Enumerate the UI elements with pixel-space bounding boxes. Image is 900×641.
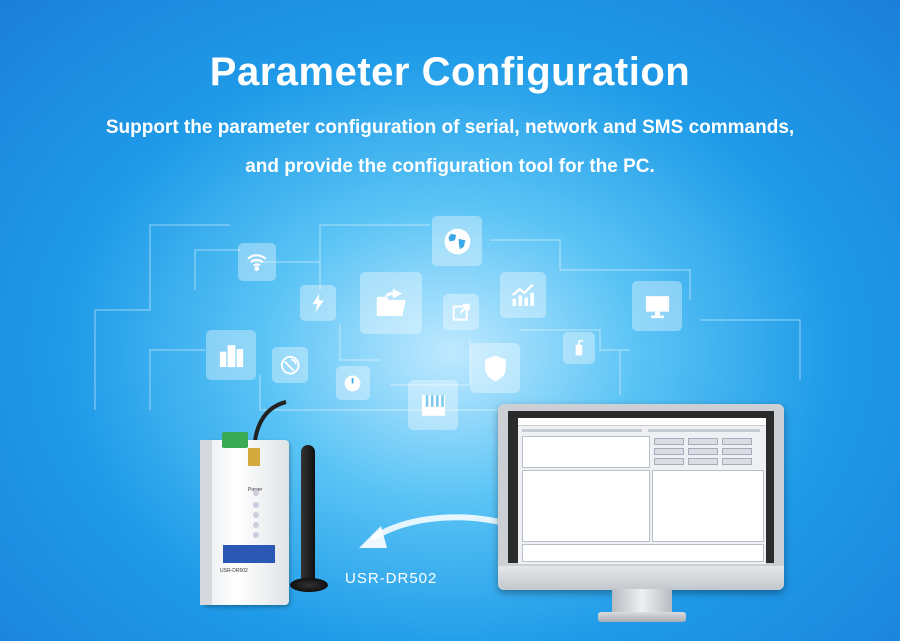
fire-extinguisher-icon — [563, 332, 595, 364]
terminal-block — [222, 432, 248, 448]
antenna-base — [290, 578, 328, 592]
sma-connector — [248, 448, 260, 466]
computer-monitor — [498, 404, 784, 590]
chart-icon — [500, 272, 546, 318]
satellite-dish-icon — [272, 347, 308, 383]
device-usr-dr502: Power USR-DR502 — [200, 440, 289, 605]
lightning-icon — [300, 285, 336, 321]
folder-share-icon — [360, 272, 422, 334]
antenna — [301, 445, 315, 585]
config-tool-window — [518, 418, 766, 564]
device-model-text: USR-DR502 — [220, 568, 248, 574]
monitor-screen — [508, 411, 774, 564]
globe-icon — [432, 216, 482, 266]
piano-icon — [408, 380, 458, 430]
export-icon — [443, 294, 479, 330]
product-model-label: USR-DR502 — [345, 570, 438, 587]
monitor-stand-neck — [612, 589, 672, 615]
subtitle-line-2: and provide the configuration tool for t… — [245, 156, 655, 177]
arrow-icon — [359, 514, 501, 548]
monitor-stand-foot — [598, 612, 686, 622]
shield-icon — [470, 343, 520, 393]
gauge-icon — [336, 366, 370, 400]
device-label — [223, 545, 275, 563]
page-title: Parameter Configuration — [209, 50, 691, 94]
wifi-icon — [238, 243, 276, 281]
subtitle-line-1: Support the parameter configuration of s… — [105, 117, 795, 138]
monitor-icon — [632, 281, 682, 331]
buildings-icon — [206, 330, 256, 380]
